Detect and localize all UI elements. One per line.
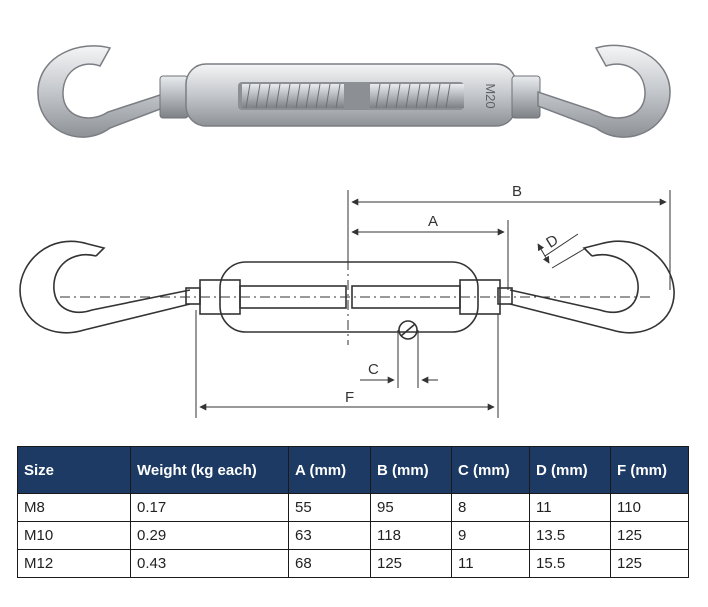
cell-c: 9 [451, 521, 530, 550]
cell-b: 125 [370, 549, 452, 578]
cell-a: 55 [288, 493, 371, 522]
dimension-label-c: C [368, 361, 379, 378]
cell-a: 63 [288, 521, 371, 550]
cell-a: 68 [288, 549, 371, 578]
centerlines [60, 240, 650, 345]
col-header-weight: Weight (kg each) [130, 446, 289, 494]
right-nut [511, 75, 541, 119]
cell-weight: 0.29 [130, 521, 289, 550]
cell-b: 118 [370, 521, 452, 550]
table-row: M12 0.43 68 125 11 15.5 125 [17, 549, 689, 578]
body-marking: M20 [483, 83, 498, 108]
col-header-c: C (mm) [451, 446, 530, 494]
table-header-row: Size Weight (kg each) A (mm) B (mm) C (m… [17, 446, 689, 494]
col-header-size: Size [17, 446, 131, 494]
cell-weight: 0.17 [130, 493, 289, 522]
cell-f: 125 [610, 549, 689, 578]
spec-table: Size Weight (kg each) A (mm) B (mm) C (m… [17, 446, 689, 578]
col-header-a: A (mm) [288, 446, 371, 494]
cell-size: M8 [17, 493, 131, 522]
cell-f: 110 [610, 493, 689, 522]
dimension-lines [195, 190, 671, 418]
cell-size: M10 [17, 521, 131, 550]
col-header-f: F (mm) [610, 446, 689, 494]
col-header-b: B (mm) [370, 446, 452, 494]
right-hook [537, 44, 671, 138]
dimension-label-f: F [345, 389, 354, 406]
cell-c: 11 [451, 549, 530, 578]
dimension-label-a: A [428, 213, 438, 230]
dimension-label-b: B [512, 183, 522, 200]
cell-d: 13.5 [529, 521, 611, 550]
cell-d: 15.5 [529, 549, 611, 578]
dimension-label-d: D [543, 231, 561, 251]
cell-b: 95 [370, 493, 452, 522]
cell-c: 8 [451, 493, 530, 522]
turnbuckle-body: M20 [185, 63, 517, 127]
cell-d: 11 [529, 493, 611, 522]
table-row: M10 0.29 63 118 9 13.5 125 [17, 521, 689, 550]
product-photo: M20 [37, 44, 671, 138]
technical-drawing: B A D C F [19, 183, 675, 418]
col-header-d: D (mm) [529, 446, 611, 494]
cell-weight: 0.43 [130, 549, 289, 578]
table-row: M8 0.17 55 95 8 11 110 [17, 493, 689, 522]
cell-size: M12 [17, 549, 131, 578]
drawing-outline [19, 240, 675, 340]
cell-f: 125 [610, 521, 689, 550]
left-nut [159, 75, 189, 119]
left-hook [37, 45, 164, 138]
